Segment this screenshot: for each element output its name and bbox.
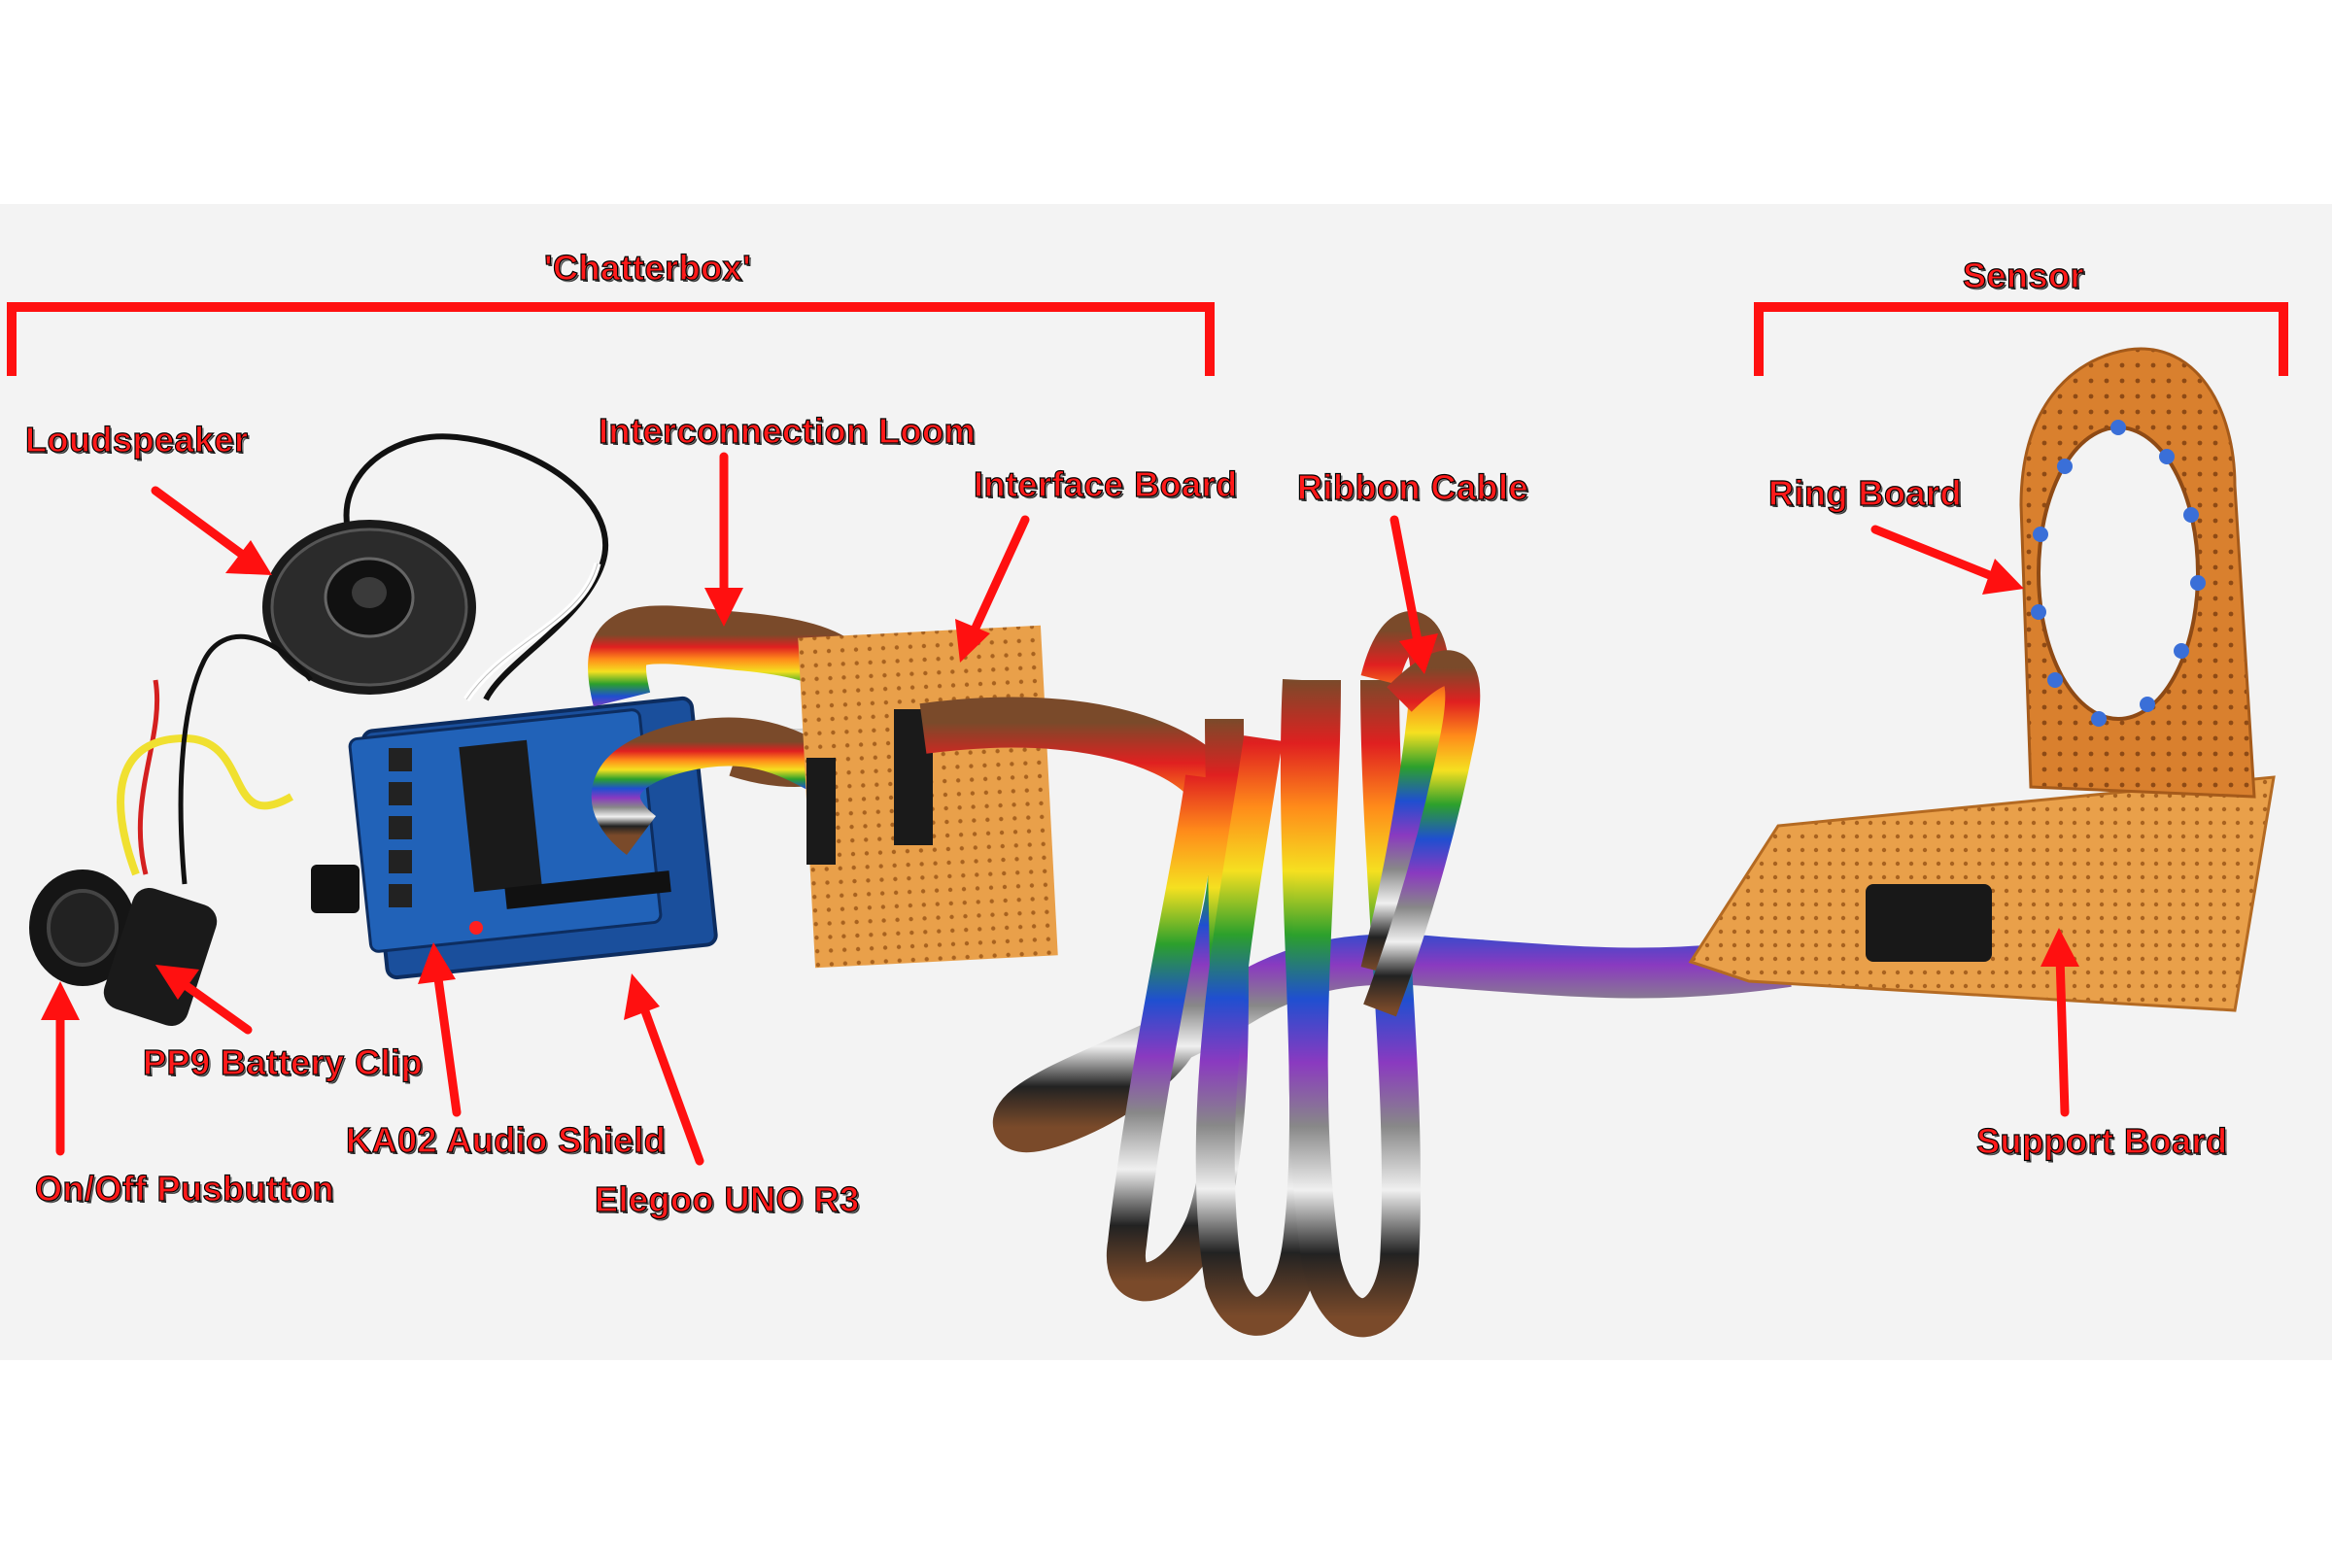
arrow-interconnection-loom (704, 452, 743, 627)
label-support-board: Support Board (1975, 1120, 2228, 1161)
label-ring-board: Ring Board (1767, 472, 1962, 513)
arrow-interface-board (955, 515, 1030, 663)
arrow-ring-board (1870, 525, 2024, 595)
arrow-loudspeaker (151, 486, 272, 575)
label-sensor: Sensor (1962, 255, 2085, 295)
sensor-bracket (1754, 302, 2288, 376)
arrow-ribbon-cable (1389, 515, 1438, 674)
arrow-elegoo-uno-r3 (624, 973, 704, 1166)
label-ka02-audio-shield: KA02 Audio Shield (345, 1119, 667, 1160)
label-chatterbox: 'Chatterbox' (543, 247, 752, 288)
arrow-support-board (2040, 928, 2079, 1117)
arrow-pp9-battery-clip (155, 965, 253, 1035)
label-pp9-battery-clip: PP9 Battery Clip (142, 1041, 424, 1082)
ribbon-cable-image (919, 611, 1792, 1338)
label-on-off-pushbutton: On/Off Pusbutton (34, 1168, 334, 1209)
label-interface-board: Interface Board (973, 463, 1238, 504)
arrow-ka02-audio-shield (418, 942, 462, 1117)
arrow-on-off-pushbutton (41, 981, 80, 1156)
ring-board-image (2019, 347, 2256, 799)
photo-background (0, 204, 2332, 1360)
label-elegoo-uno-r3: Elegoo UNO R3 (594, 1178, 860, 1219)
loudspeaker-image (262, 433, 608, 701)
annotation-arrows (41, 452, 2079, 1166)
pushbutton-image (29, 679, 293, 986)
chatterbox-bracket (7, 302, 1215, 376)
label-ribbon-cable: Ribbon Cable (1296, 466, 1528, 507)
support-board-image (1688, 775, 2276, 1012)
label-interconnection-loom: Interconnection Loom (598, 410, 976, 451)
label-loudspeaker: Loudspeaker (24, 419, 249, 460)
interface-board-image (798, 625, 1058, 969)
